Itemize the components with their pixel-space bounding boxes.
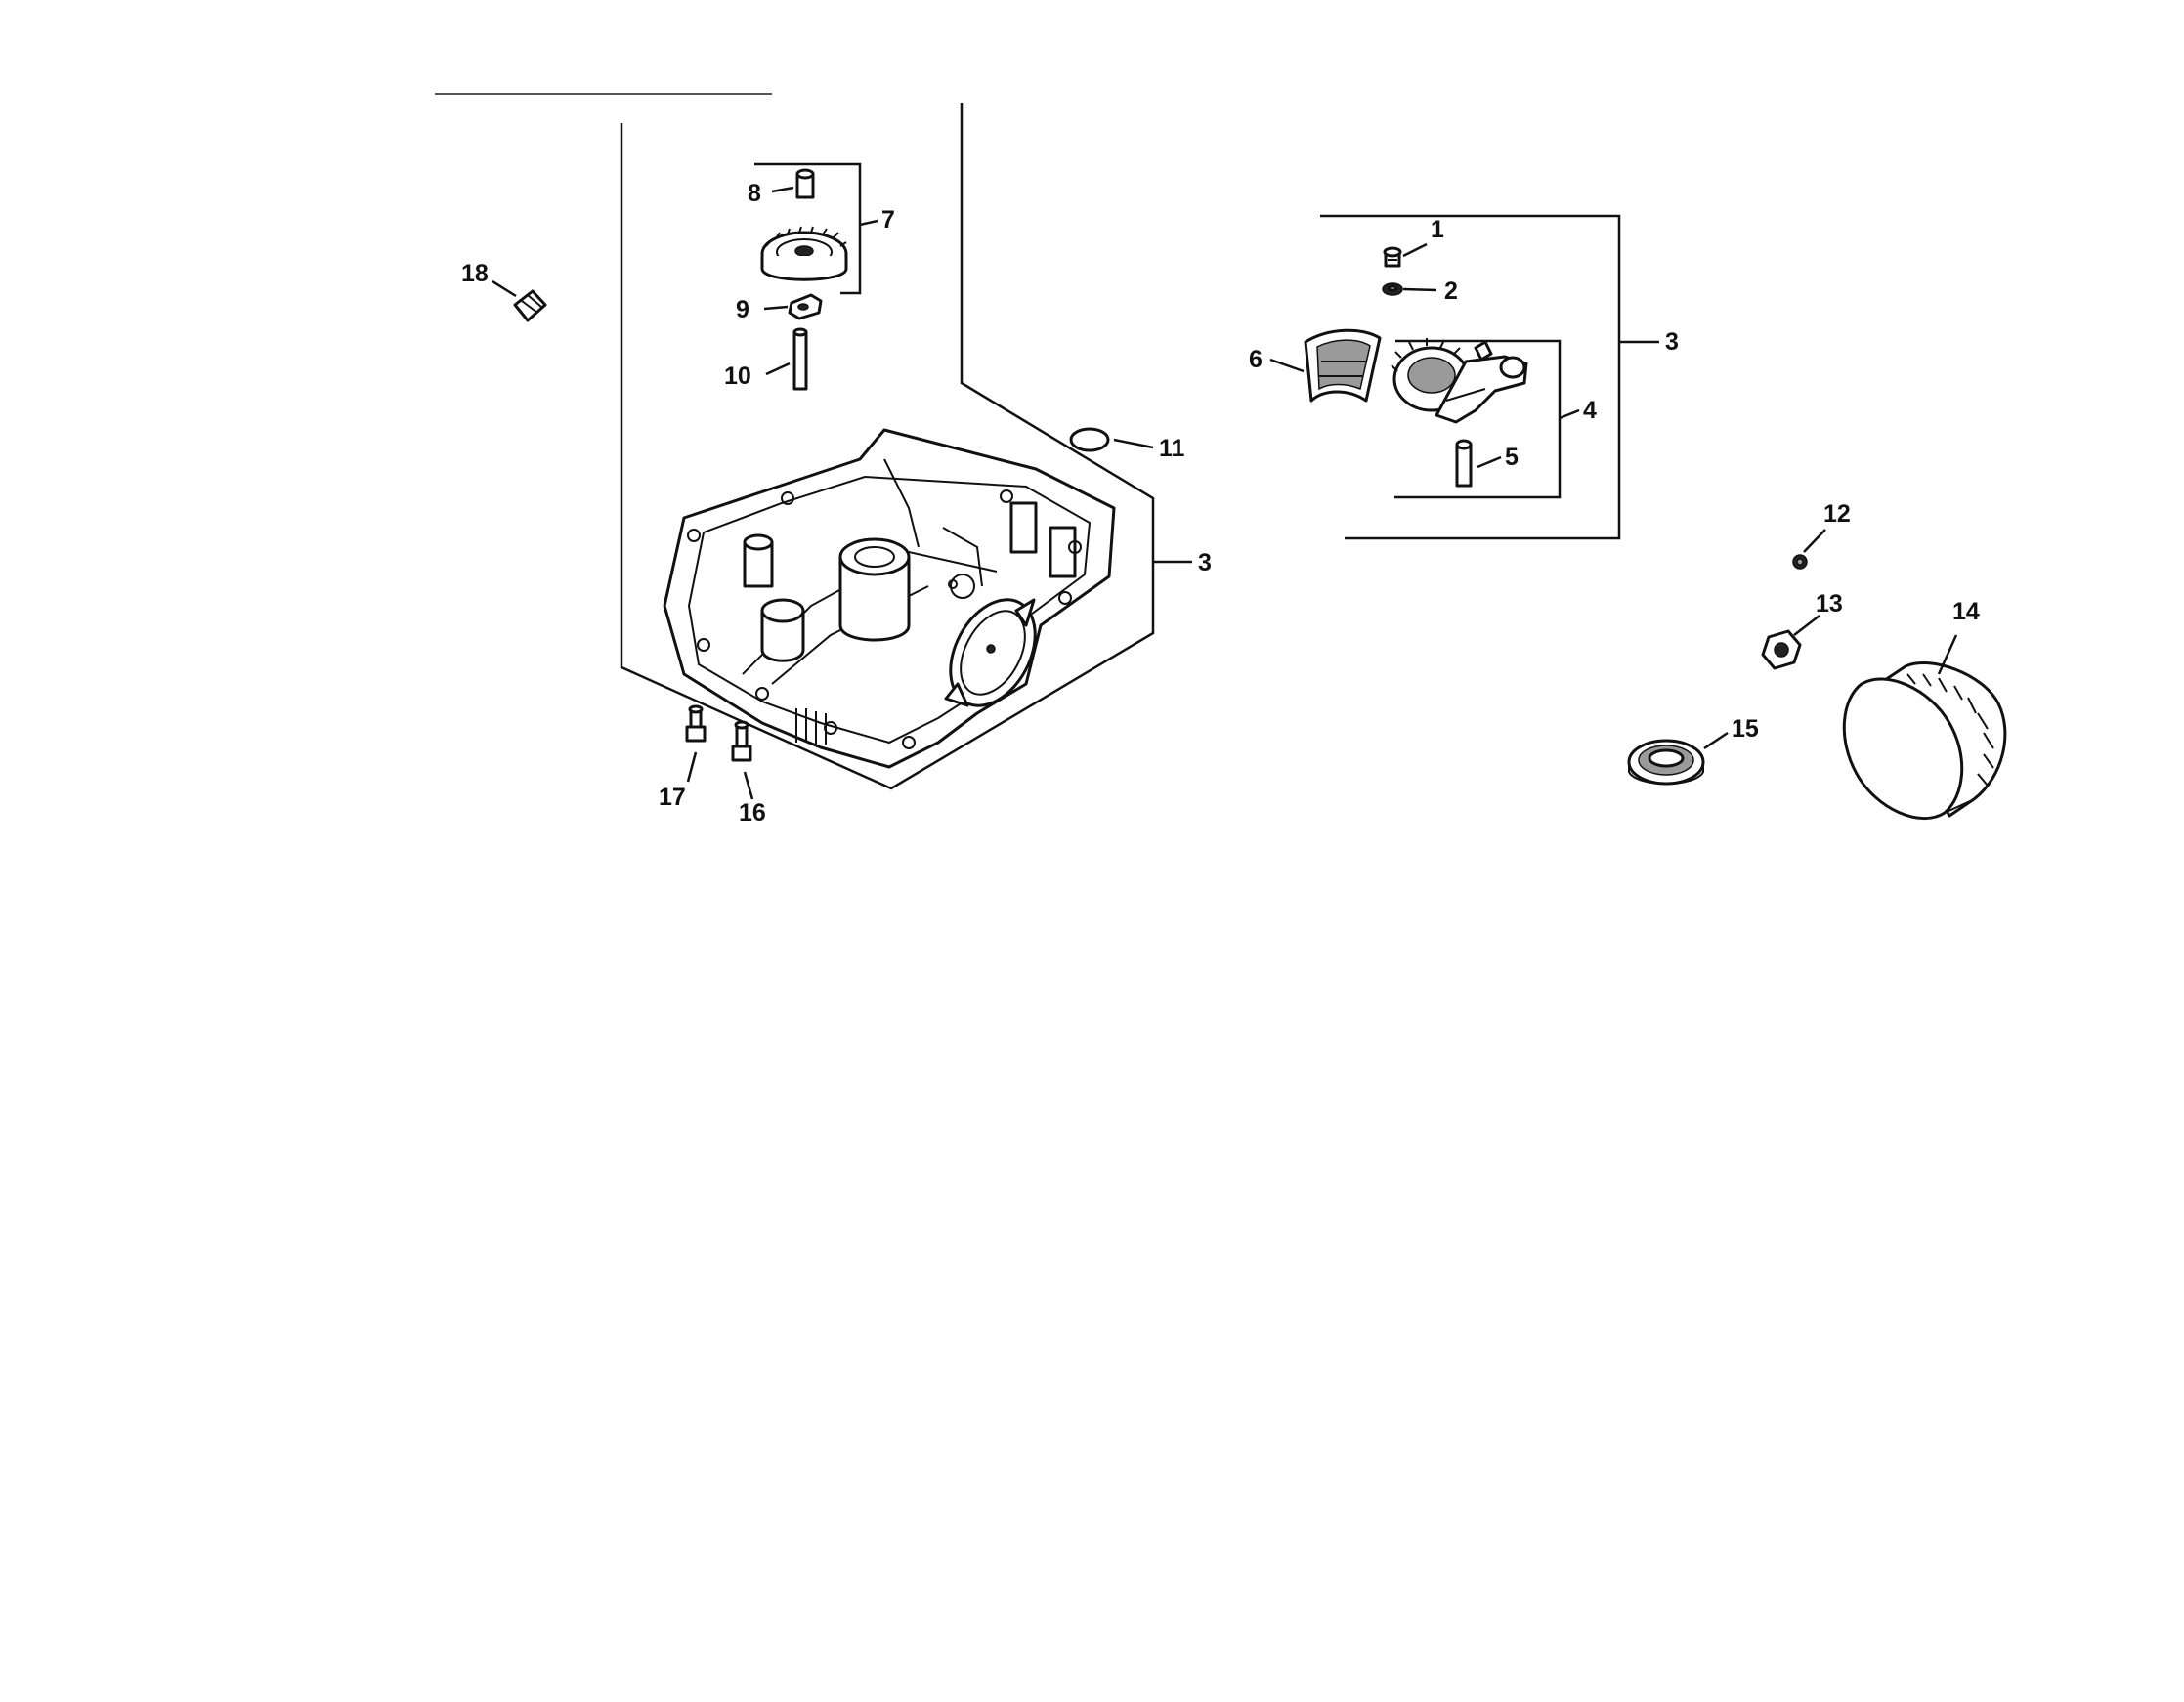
plug-12	[1792, 554, 1808, 570]
callout-12: 12	[1823, 500, 1851, 528]
fitting-13	[1761, 629, 1802, 670]
bolt-17	[685, 704, 707, 743]
callout-6: 6	[1249, 346, 1263, 373]
callout-16: 16	[739, 799, 766, 827]
pin-5	[1455, 439, 1473, 488]
callout-18: 18	[461, 260, 489, 287]
callout-13: 13	[1816, 590, 1843, 617]
o-ring-11	[1069, 427, 1110, 452]
oil-pump-4	[1391, 338, 1528, 424]
callout-15: 15	[1732, 715, 1759, 743]
callout-10: 10	[724, 362, 751, 390]
callout-7: 7	[881, 206, 895, 234]
pump-subframe	[1394, 339, 1562, 499]
callout-11: 11	[1159, 435, 1185, 462]
callout-14: 14	[1952, 598, 1980, 625]
oil-filter-14	[1842, 660, 2007, 820]
sump-frame	[620, 103, 1155, 790]
callout-1: 1	[1431, 216, 1444, 243]
washer-9	[788, 293, 823, 320]
pump-cover	[944, 598, 1037, 707]
leader-lines	[492, 186, 1958, 800]
callout-17: 17	[659, 784, 686, 811]
callout-3-main: 3	[1198, 549, 1212, 576]
screen-6	[1304, 328, 1382, 403]
governor-gear-7	[760, 226, 848, 281]
callout-2: 2	[1444, 277, 1458, 305]
callout-4: 4	[1583, 397, 1597, 424]
callout-9: 9	[736, 296, 749, 323]
oil-seal-15	[1627, 739, 1705, 786]
callout-8: 8	[748, 180, 761, 207]
pump-frame	[1320, 214, 1621, 540]
shaft-10	[792, 327, 808, 391]
gear-bracket	[754, 162, 862, 295]
screw-1	[1383, 246, 1402, 268]
callout-3-top: 3	[1665, 328, 1679, 356]
washer-2	[1382, 282, 1403, 296]
callout-5: 5	[1505, 444, 1519, 471]
bolt-16	[731, 720, 752, 762]
shaft-pin-8	[795, 168, 815, 199]
clip-18	[513, 289, 547, 322]
